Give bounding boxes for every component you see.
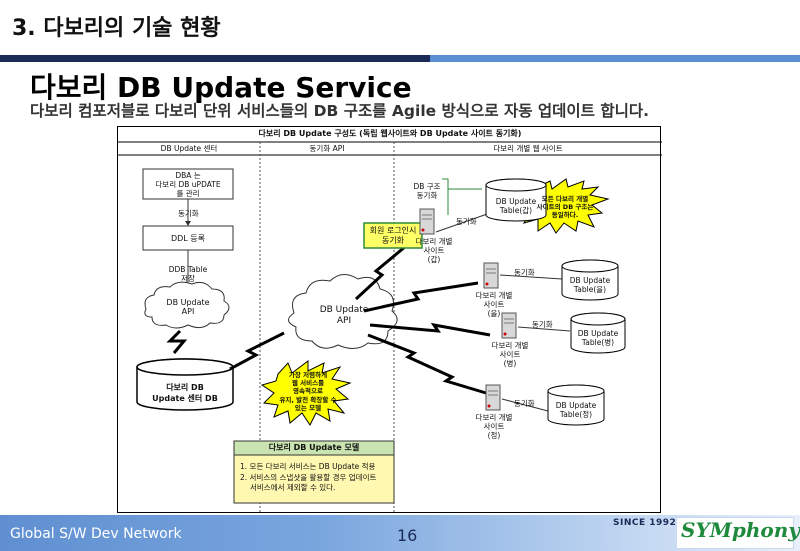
header-bar-dark [0, 55, 800, 62]
symphony-logo-text: SYMphony [681, 518, 800, 542]
center-db-body [136, 367, 234, 411]
conn-site-3 [517, 326, 571, 332]
slide-title: 다보리 DB Update Service [30, 71, 412, 104]
ddl-box-text: DDL 등록 [170, 234, 206, 243]
column-api: 동기화 API [309, 144, 345, 153]
slide-subtitle: 다보리 컴포저블로 다보리 단위 서비스들의 DB 구조를 Agile 방식으로… [30, 102, 649, 120]
starburst-left [260, 360, 352, 426]
model-box-items: 1. 모든 다보리 서비스는 DB Update 적용 2. 서비스의 스냅샷을… [240, 462, 377, 492]
sync-label-4: 동기화 [514, 399, 535, 408]
center-db-cap [136, 358, 234, 376]
footer-bar [0, 515, 800, 551]
ddl-box [142, 225, 234, 251]
struct-annotation-line-1 [442, 178, 449, 215]
arrow-head-1 [185, 221, 191, 226]
lightning-site-2 [363, 281, 479, 313]
center-api-cloud [144, 281, 230, 329]
model-box-title-bar [233, 440, 395, 456]
column-center: DB Update 센터 [160, 144, 218, 153]
conn-site-1 [435, 212, 491, 233]
section-title: 3. 다보리의 기술 현황 [12, 16, 221, 41]
conn-site-2 [499, 274, 563, 280]
model-box-title: 다보리 DB Update 모델 [268, 443, 360, 452]
login-box [363, 222, 423, 249]
since-label: SINCE 1992 [613, 518, 677, 528]
sync-label-1: 동기화 [456, 217, 477, 226]
conn-site-4 [501, 398, 549, 412]
lightning-db-cloud [229, 331, 285, 371]
lightning-site-3 [369, 322, 491, 337]
db-1-body [485, 185, 547, 222]
diagram-shapes [118, 141, 662, 514]
diagram-header: 다보리 DB Update 구성도 (독립 웹사이트와 DB Update 사이… [258, 129, 522, 138]
sync-label-center: 동기화 [178, 209, 199, 218]
architecture-diagram: 다보리 DB Update 구성도 (독립 웹사이트와 DB Update 사이… [117, 126, 662, 514]
main-api-cloud [288, 274, 398, 349]
symphony-logo [676, 517, 794, 549]
footer-network-label: Global S/W Dev Network [10, 526, 182, 542]
column-sites: 다보리 개별 웹 사이트 [493, 144, 563, 153]
page-number: 16 [397, 526, 418, 545]
lightning-center [166, 329, 188, 354]
dba-box [142, 168, 234, 200]
lightning-site-4 [367, 333, 487, 395]
sync-label-3: 동기화 [532, 320, 553, 329]
header-bar-light [430, 55, 800, 62]
sync-label-2: 동기화 [514, 268, 535, 277]
